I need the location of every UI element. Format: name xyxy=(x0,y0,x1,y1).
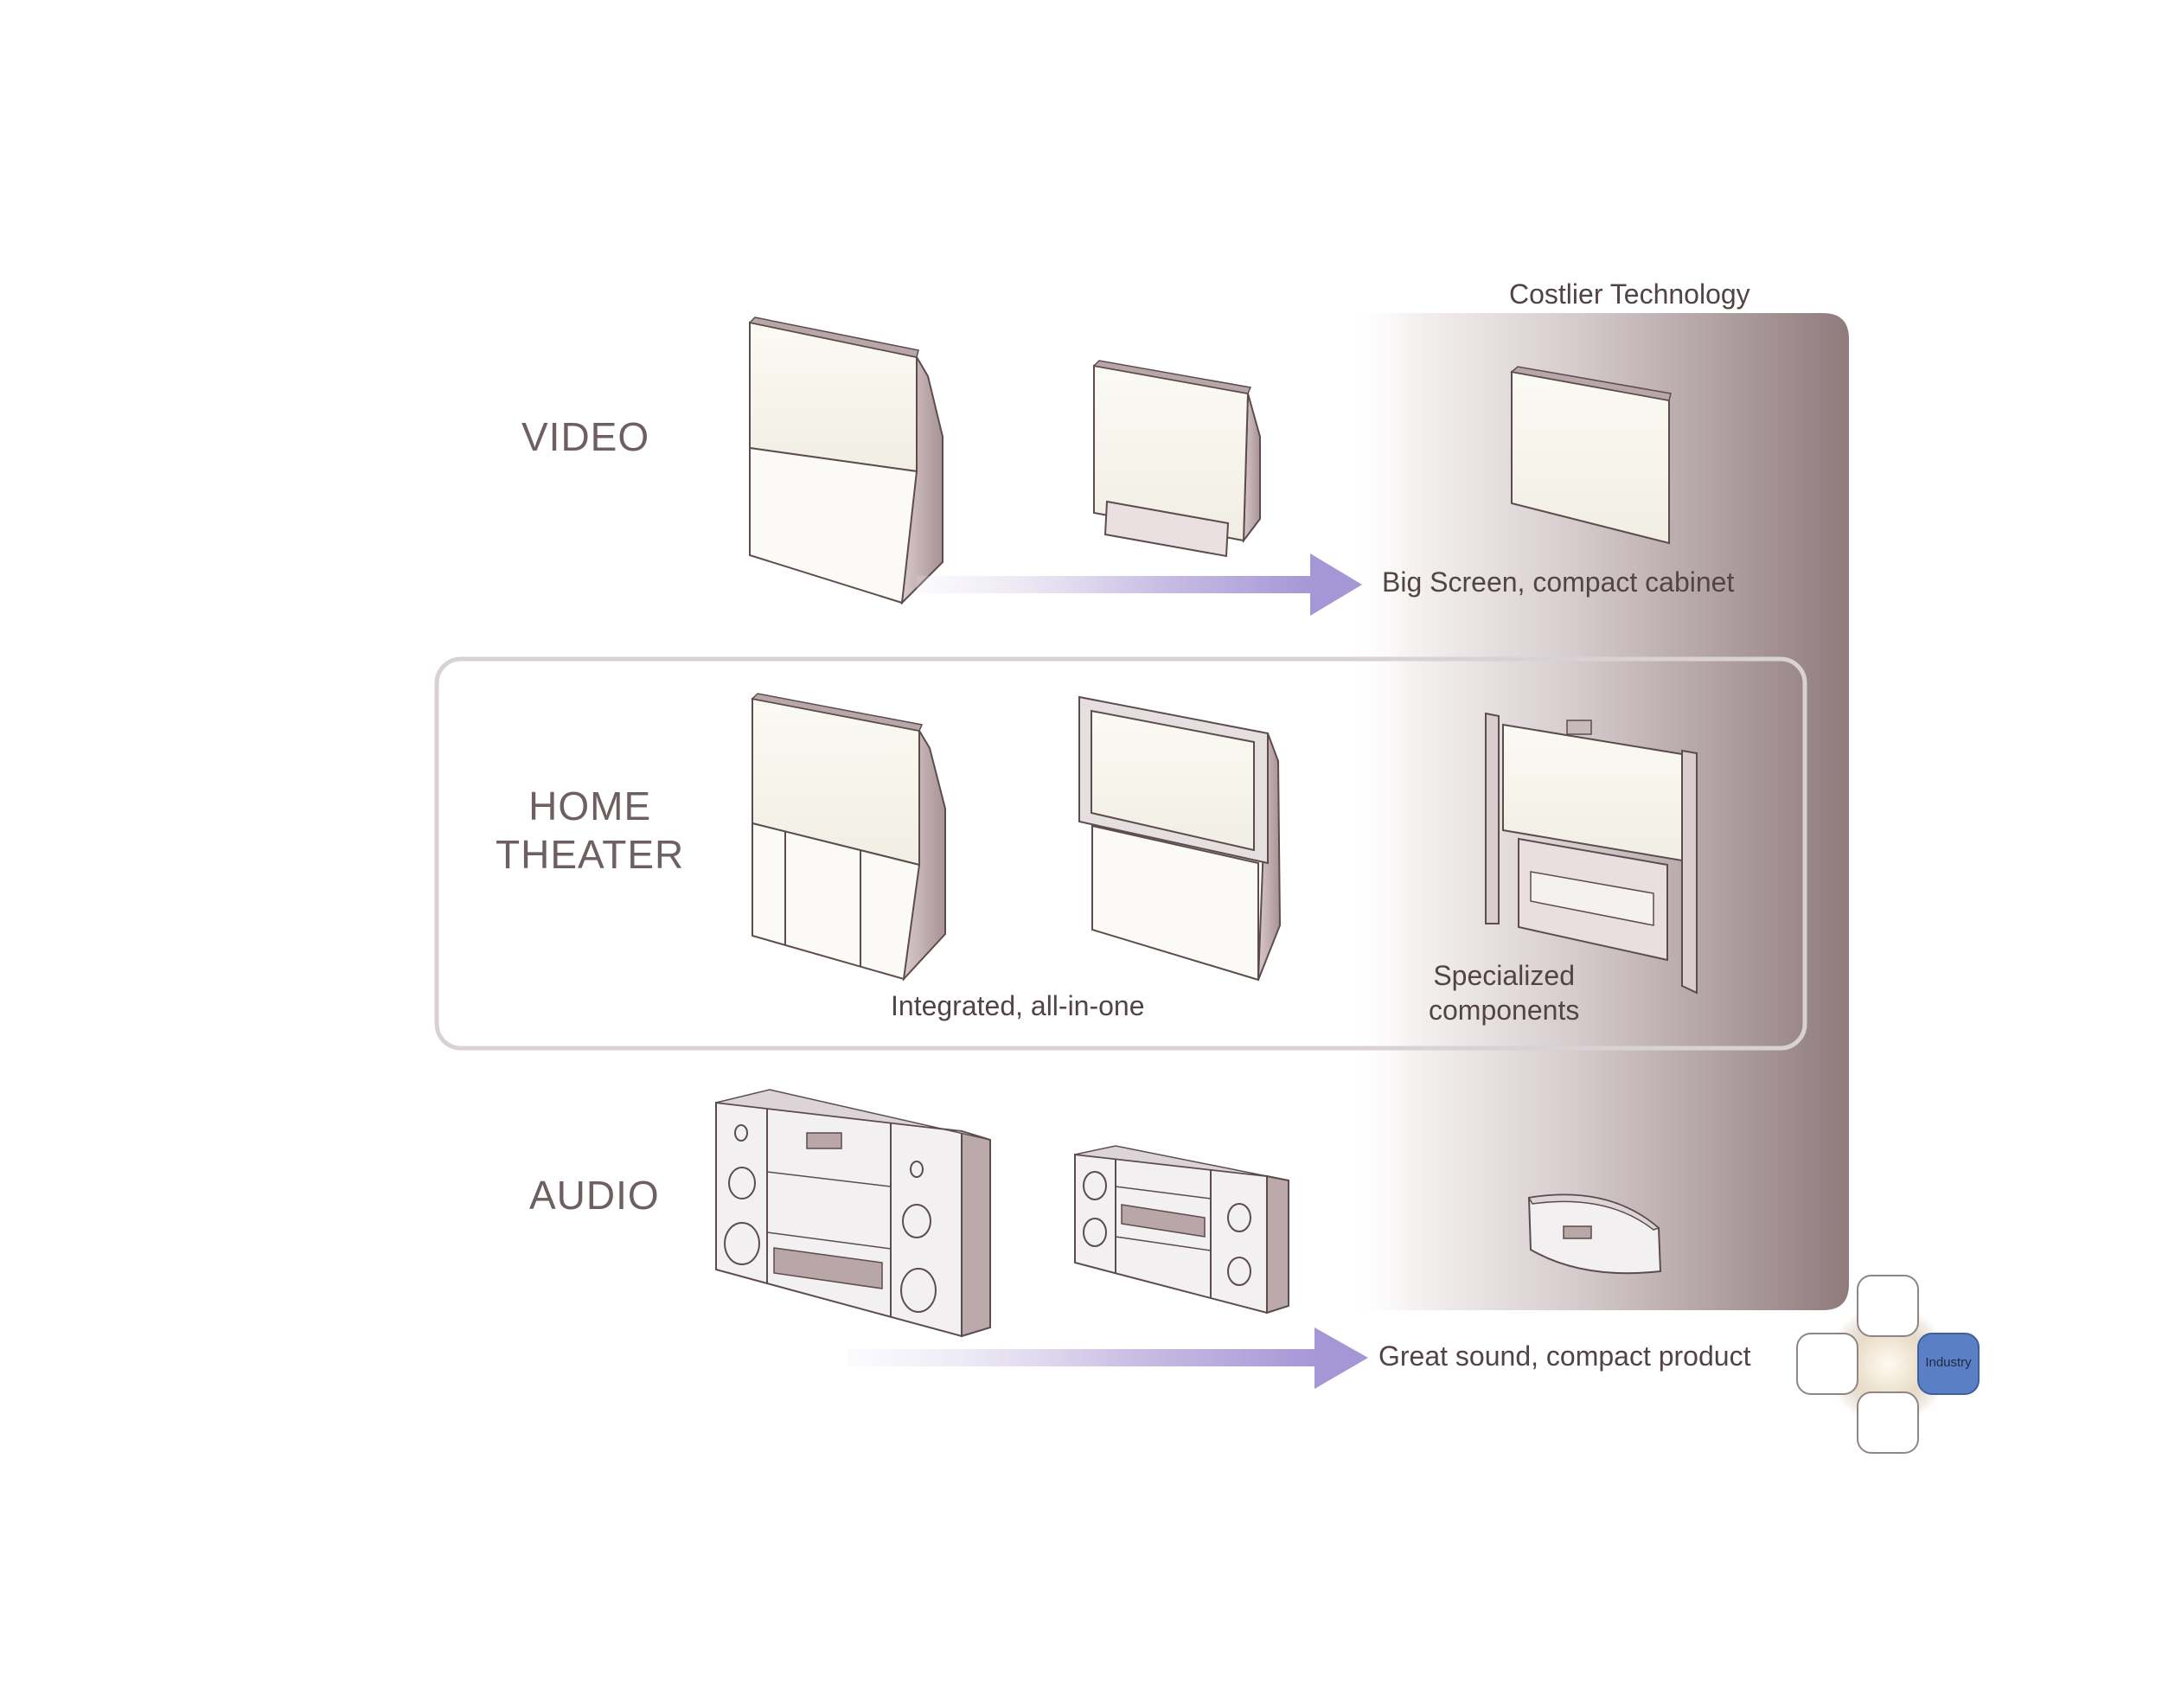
industry-badge xyxy=(1796,1275,1980,1454)
home-theater-framed-tv xyxy=(1078,695,1282,982)
industry-badge-label: Industry xyxy=(1925,1355,1972,1370)
audio-large-stereo xyxy=(715,1089,991,1338)
home-theater-component-system xyxy=(1485,712,1698,995)
row-label-home-theater: HOME THEATER xyxy=(496,782,684,879)
video-projection-tv-large xyxy=(748,317,943,605)
caption-great-sound: Great sound, compact product xyxy=(1378,1340,1751,1372)
audio-compact-stereo xyxy=(1074,1145,1289,1315)
caption-specialized-components: Specialized components xyxy=(1429,958,1579,1027)
caption-big-screen: Big Screen, compact cabinet xyxy=(1382,566,1735,598)
home-theater-frame xyxy=(434,656,1807,1051)
caption-specialized-line1: Specialized xyxy=(1433,960,1575,991)
row-label-home-theater-line2: THEATER xyxy=(496,832,685,877)
video-arrow xyxy=(917,553,1362,616)
caption-specialized-line2: components xyxy=(1429,995,1580,1026)
row-label-home-theater-line1: HOME xyxy=(528,784,652,828)
video-projection-tv-medium xyxy=(1092,360,1261,558)
caption-integrated: Integrated, all-in-one xyxy=(891,990,1145,1021)
caption-costlier-technology: Costlier Technology xyxy=(1509,278,1750,310)
row-label-audio: AUDIO xyxy=(529,1173,660,1218)
video-flat-panel-tv xyxy=(1510,366,1672,545)
row-label-video: VIDEO xyxy=(521,414,650,459)
audio-compact-product xyxy=(1527,1193,1662,1275)
home-theater-integrated-tv xyxy=(751,693,946,982)
audio-arrow xyxy=(848,1327,1368,1389)
